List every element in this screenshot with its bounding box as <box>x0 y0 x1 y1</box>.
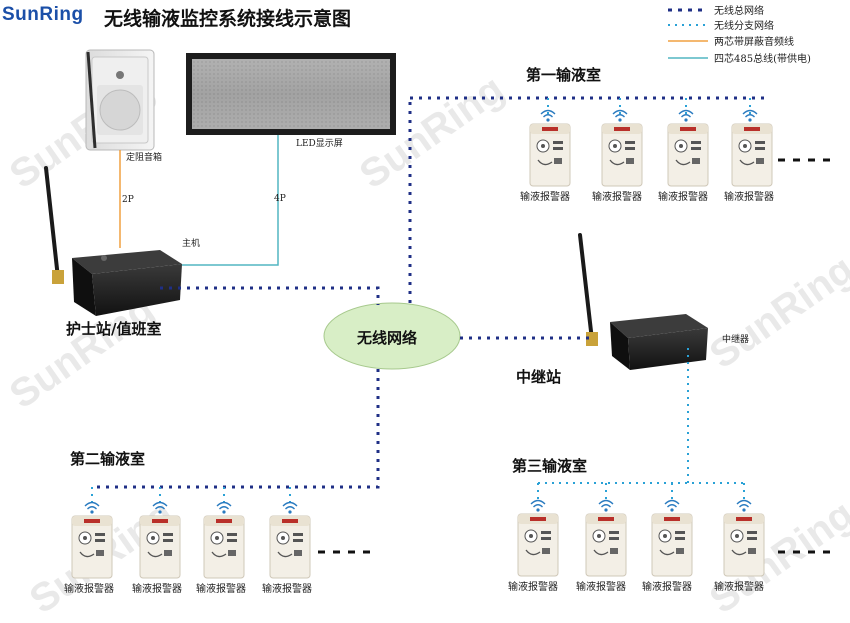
wireless-branch-room3 <box>537 348 745 504</box>
alarm-device-icon <box>601 109 643 187</box>
alarm-label: 输液报警器 <box>576 582 626 593</box>
alarm-label: 输液报警器 <box>262 584 312 595</box>
relay-station-label: 中继站 <box>516 368 562 386</box>
alarm-label: 输液报警器 <box>64 584 114 595</box>
alarm-label: 输液报警器 <box>132 584 182 595</box>
speaker-wire-label: 2P <box>122 195 134 205</box>
alarm-device-icon <box>517 499 559 577</box>
wireless-network-cloud <box>323 302 461 370</box>
speaker-label: 定阻音箱 <box>126 153 163 163</box>
diagram-canvas <box>44 8 838 579</box>
led-label: LED显示屏 <box>296 139 343 149</box>
alarm-device-icon <box>139 501 181 579</box>
led-display-icon <box>186 53 396 135</box>
wireless-branch-room2 <box>91 487 291 506</box>
room1-title: 第一输液室 <box>526 66 602 84</box>
alarm-label: 输液报警器 <box>714 582 764 593</box>
led-wire-label: 4P <box>274 194 286 204</box>
nurse-station-label: 护士站/值班室 <box>66 320 162 338</box>
alarm-device-icon <box>269 501 311 579</box>
wiring-diagram: SunRing SunRing SunRing SunRing SunRing … <box>2 4 850 622</box>
alarm-device-icon <box>731 109 773 187</box>
page-title: 无线输液监控系统接线示意图 <box>104 8 352 30</box>
host-device-icon <box>44 166 182 316</box>
alarm-device-icon <box>667 109 709 187</box>
legend-label: 四芯485总线(带供电) <box>714 54 811 65</box>
host-label: 主机 <box>182 239 201 249</box>
alarm-label: 输液报警器 <box>724 192 774 203</box>
alarm-label: 输液报警器 <box>592 192 642 203</box>
legend-label: 两芯带屏蔽音频线 <box>714 37 794 48</box>
alarm-label: 输液报警器 <box>196 584 246 595</box>
alarm-device-icon <box>203 501 245 579</box>
wireless-branch-room1 <box>547 98 751 114</box>
alarm-label: 输液报警器 <box>658 192 708 203</box>
brand-logo: SunRing <box>2 4 84 25</box>
room2-title: 第二输液室 <box>70 450 146 468</box>
alarm-device-icon <box>723 499 765 577</box>
legend-label: 无线分支网络 <box>714 21 774 32</box>
alarm-device-icon <box>71 501 113 579</box>
legend-label: 无线总网络 <box>714 6 764 17</box>
repeater-label: 中继器 <box>722 335 750 345</box>
alarm-label: 输液报警器 <box>642 582 692 593</box>
room3-title: 第三输液室 <box>512 457 588 475</box>
alarm-device-icon <box>585 499 627 577</box>
rs485-wire <box>178 135 279 266</box>
alarm-device-icon <box>651 499 693 577</box>
alarm-device-icon <box>529 109 571 187</box>
wireless-bus-network <box>92 96 768 489</box>
speaker-icon <box>85 49 155 151</box>
alarm-label: 输液报警器 <box>508 582 558 593</box>
alarm-label: 输液报警器 <box>520 192 570 203</box>
wireless-network-label: 无线网络 <box>357 329 418 347</box>
repeater-device-icon <box>578 233 708 370</box>
